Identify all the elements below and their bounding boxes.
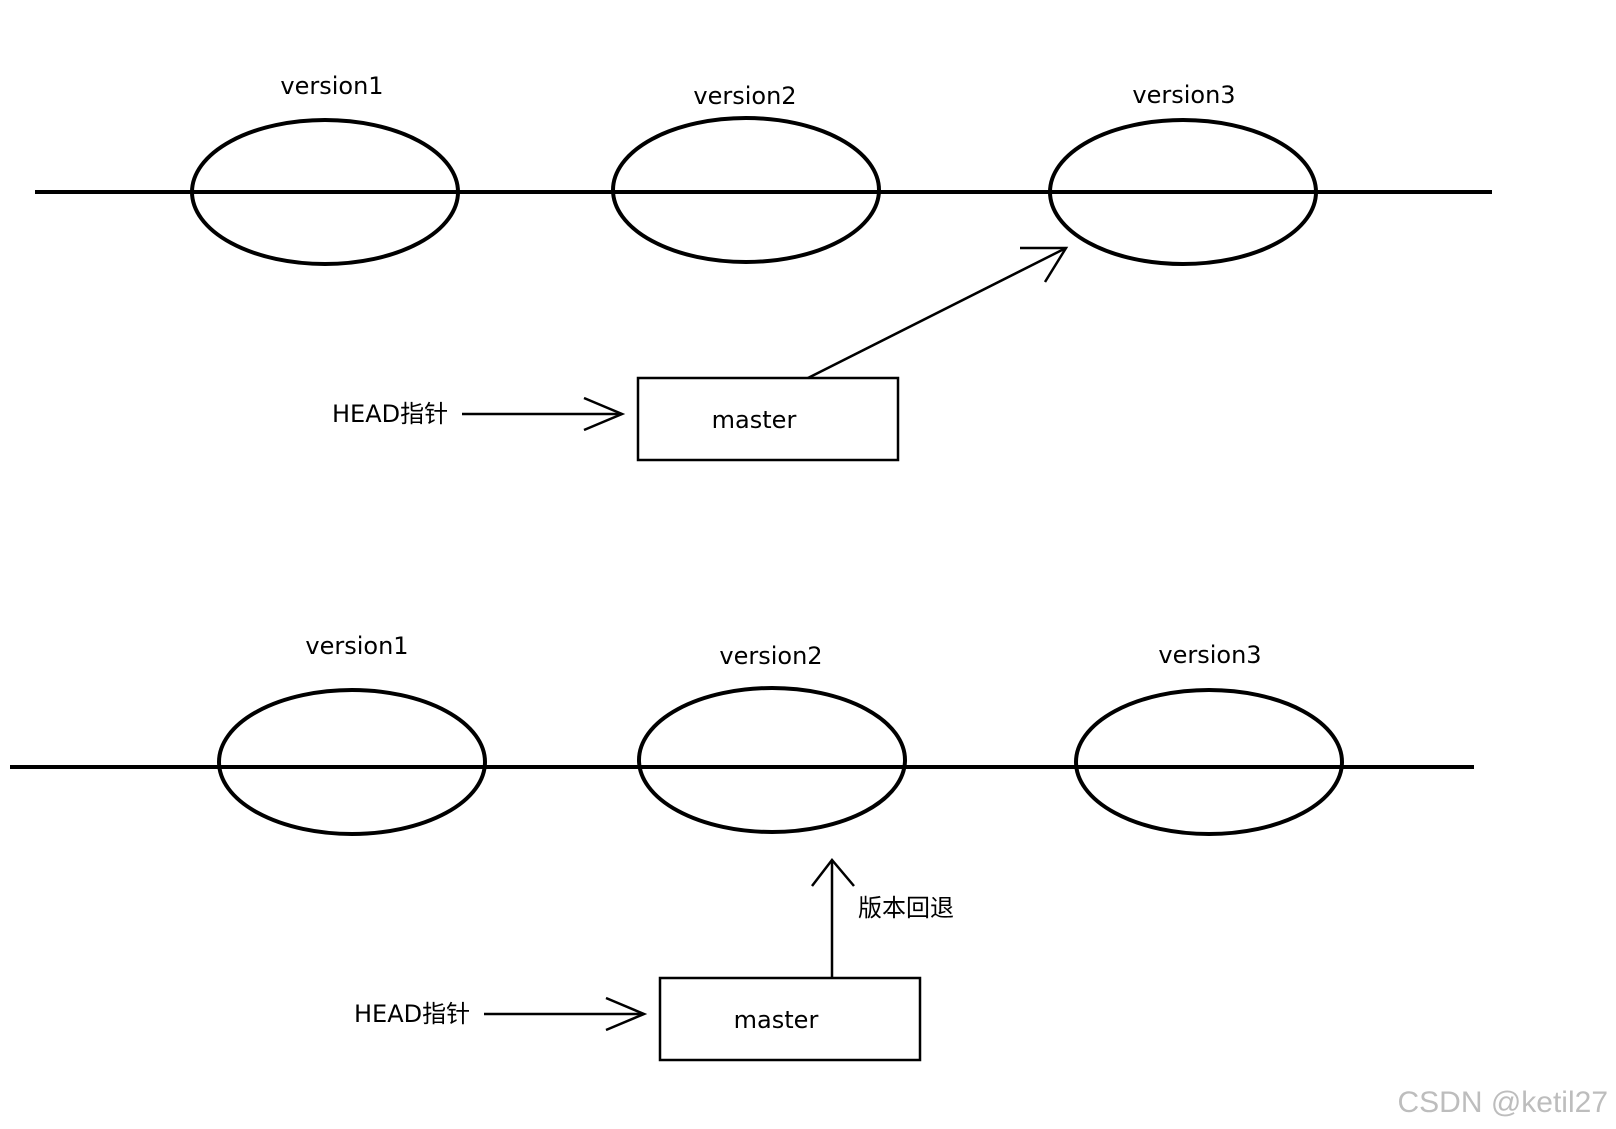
rollback-label: 版本回退: [858, 894, 954, 922]
bottom-commit-node-1: [217, 688, 487, 836]
top-commit-node-1: [190, 118, 460, 266]
bottom-diagram: version1 version2 version3 版本回退 master H…: [10, 632, 1474, 1062]
top-version-label-1: version1: [280, 72, 383, 100]
bottom-version-label-1: version1: [305, 632, 408, 660]
bottom-head-arrow: [484, 996, 648, 1032]
bottom-commit-node-3: [1074, 688, 1344, 836]
top-master-label: master: [712, 406, 797, 434]
bottom-master-label: master: [734, 1006, 819, 1034]
bottom-commit-node-2: [637, 686, 907, 834]
bottom-head-label: HEAD指针: [354, 1000, 470, 1028]
bottom-version-label-2: version2: [719, 642, 822, 670]
bottom-version-label-3: version3: [1158, 641, 1261, 669]
top-commit-node-2: [611, 116, 881, 264]
csdn-watermark: CSDN @ketil27: [1397, 1086, 1608, 1119]
top-master-box: [636, 376, 900, 462]
top-commit-node-3: [1048, 118, 1318, 266]
top-head-arrow: [462, 396, 626, 432]
top-version-label-3: version3: [1132, 81, 1235, 109]
top-head-label: HEAD指针: [332, 400, 448, 428]
top-version-label-2: version2: [693, 82, 796, 110]
bottom-rollback-arrow: [811, 858, 855, 978]
top-master-to-version3-arrow: [807, 246, 1069, 380]
top-diagram: version1 version2 version3 master HEAD指针: [35, 72, 1492, 462]
bottom-master-box: [658, 976, 922, 1062]
